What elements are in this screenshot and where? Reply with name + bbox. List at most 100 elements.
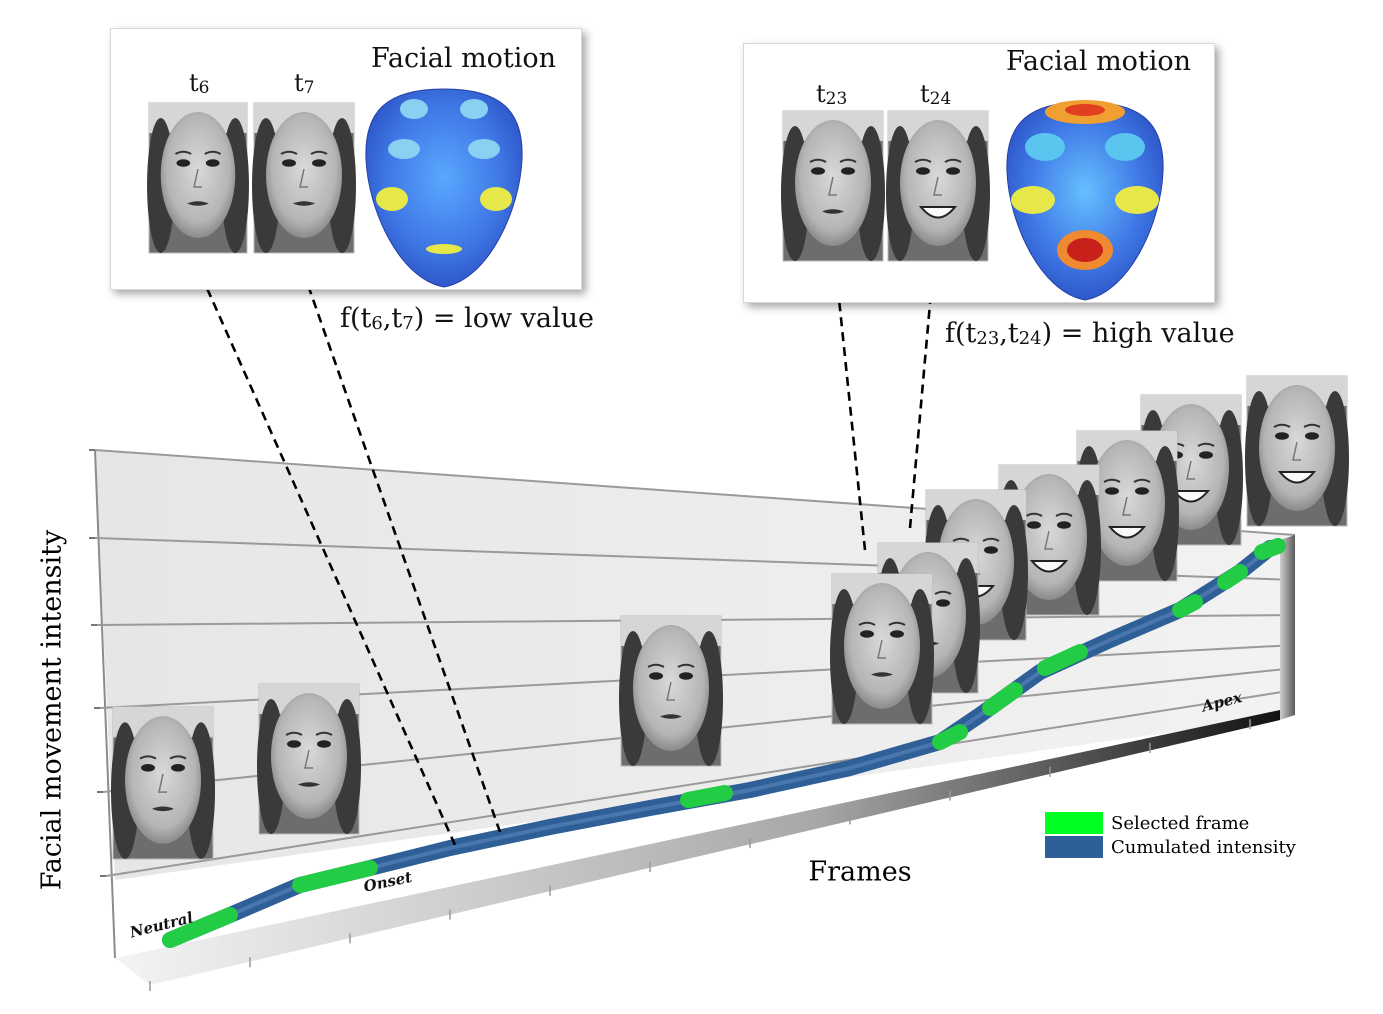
right-eye (1057, 521, 1071, 529)
chart-frame-thumbnails (111, 375, 1349, 860)
left-brow (1025, 512, 1043, 517)
heat-left-cheek (376, 187, 408, 211)
nose (299, 168, 308, 188)
nose (666, 681, 675, 701)
y-axis-line (94, 449, 116, 959)
nose (933, 176, 942, 196)
frame-arrows (198, 268, 933, 846)
legend-label: Selected frame (1111, 812, 1250, 834)
left-eye (860, 630, 874, 638)
face-thumbnail (252, 102, 356, 254)
frame-label-t23: t23 (816, 80, 848, 109)
dashed-arrow (836, 270, 867, 551)
right-brow (934, 590, 952, 595)
left-eye (916, 167, 930, 175)
face-thumbnail (147, 102, 249, 254)
right-eye (1135, 487, 1149, 495)
right-brow (1303, 423, 1321, 428)
heat-right-cheek (480, 187, 512, 211)
left-eye (287, 740, 301, 748)
y-axis-label: Facial movement intensity (36, 529, 68, 891)
face-skin (795, 120, 871, 246)
left-brow (809, 158, 827, 163)
chart-floor (115, 710, 1280, 985)
right-eye (312, 159, 326, 167)
legend-swatch-selected (1045, 812, 1103, 834)
face-skin (1011, 474, 1087, 600)
function-high-value: f(t23,t24) = high value (945, 318, 1235, 349)
right-brow (310, 150, 328, 155)
neutral-mouth (298, 782, 320, 787)
dashed-arrow (302, 268, 502, 833)
dashed-arrow (198, 268, 457, 846)
panel-title: Facial motion (1006, 46, 1192, 77)
legend-item-cumulated-intensity: Cumulated intensity (1045, 836, 1296, 858)
cumulated-intensity-curve (162, 538, 1286, 948)
face-skin (633, 625, 709, 751)
selected-frame-segment (1037, 644, 1088, 676)
left-brow (1273, 423, 1291, 428)
face-skin (125, 716, 201, 844)
heat-right-cheek (1115, 186, 1159, 214)
heat-left-eye (388, 139, 420, 159)
neutral-mouth (660, 714, 682, 719)
heat-forehead-peak (1065, 104, 1105, 116)
chart-end-wall (1280, 535, 1295, 720)
legend-label: Cumulated intensity (1111, 836, 1296, 858)
right-eye (984, 546, 998, 554)
left-eye (649, 672, 663, 680)
right-eye (1305, 432, 1319, 440)
heat-mouth (426, 244, 462, 254)
neutral-mouth (187, 201, 209, 206)
nose (828, 176, 837, 196)
left-eye (811, 167, 825, 175)
nose (304, 749, 313, 769)
left-brow (174, 150, 192, 155)
selected-frame-segment (1254, 538, 1286, 560)
right-brow (1055, 512, 1073, 517)
dashed-arrow (908, 270, 933, 529)
gridline (105, 689, 1296, 877)
right-brow (1133, 478, 1151, 483)
face-thumbnail (886, 110, 990, 262)
frame-axis-ticks (149, 719, 1251, 991)
panel-images (781, 100, 1164, 301)
left-brow (858, 621, 876, 626)
right-brow (839, 158, 857, 163)
left-brow (914, 158, 932, 163)
nose (1122, 496, 1131, 516)
selected-frame-segment (1217, 564, 1248, 590)
nose (158, 773, 167, 793)
nose (1044, 530, 1053, 550)
facial-motion-heatmap-low (365, 88, 523, 288)
heatmap-mask (365, 88, 523, 288)
left-brow (647, 663, 665, 668)
heat-mouth-peak (1067, 238, 1103, 262)
face-skin (271, 693, 347, 819)
face-skin (844, 583, 920, 709)
heat-right-eye (1105, 133, 1145, 161)
heatmap-face-shape (365, 88, 523, 288)
left-eye (282, 159, 296, 167)
selected-frame-segment (292, 860, 378, 893)
face-thumbnail (830, 573, 934, 725)
nose (193, 168, 202, 188)
left-eye (176, 159, 191, 167)
facial-motion-panel-high: Facial motion t23 t24 (743, 43, 1215, 303)
face-skin (1089, 440, 1165, 566)
face-skin (1259, 385, 1335, 511)
selected-frame-segment (982, 682, 1023, 716)
right-brow (204, 150, 222, 155)
selected-frame-segment (162, 907, 238, 948)
smiling-mouth (918, 206, 958, 219)
frame-label-t6: t6 (189, 69, 210, 98)
nose (1186, 460, 1195, 480)
face-skin (266, 112, 342, 238)
panel-title: Facial motion (371, 43, 557, 74)
face-thumbnail (1245, 375, 1349, 527)
face-skin (900, 120, 976, 246)
neutral-mouth (822, 209, 844, 214)
right-eye (171, 764, 185, 772)
heat-left-cheek (1011, 186, 1055, 214)
